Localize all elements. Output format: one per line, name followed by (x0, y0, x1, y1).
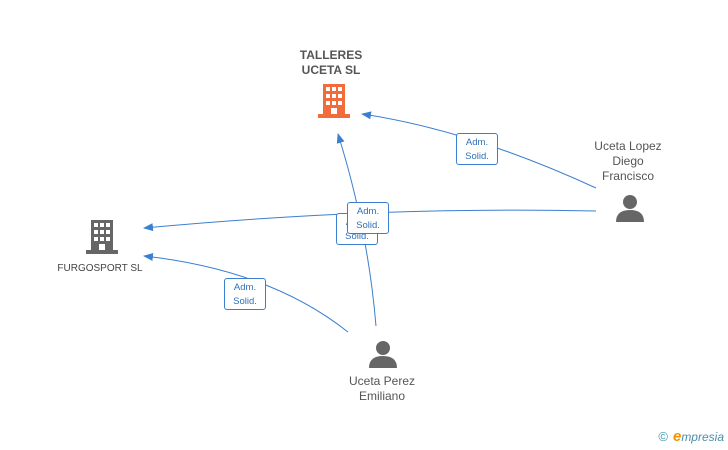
building-icon[interactable] (318, 84, 350, 118)
building-icon[interactable] (86, 220, 118, 254)
ucetalopez-name-line3: Francisco (601, 169, 654, 183)
edge-badge-ucetalopez-talleres[interactable]: Adm. Solid. (456, 133, 498, 165)
talleres-name-line1: TALLERES (299, 48, 363, 62)
brand-logo-initial: e (672, 428, 682, 445)
ucetaperez-name-line2: Emiliano (358, 389, 406, 403)
edge-badge-ucetalopez-furgosport[interactable]: Adm. Solid. (347, 202, 389, 234)
person-icon[interactable] (368, 340, 398, 368)
edge-badge-line2: Solid. (356, 220, 380, 231)
edge-badge-line2: Solid. (233, 296, 257, 307)
furgosport-label[interactable]: FURGOSPORT SL (40, 261, 160, 276)
copyright-symbol: © (658, 429, 668, 444)
talleres-label[interactable]: TALLERES UCETA SL (281, 48, 381, 78)
edge-badge-ucetaperez-furgosport[interactable]: Adm. Solid. (224, 278, 266, 310)
ucetalopez-name-line2: Diego (612, 154, 644, 168)
edge-badge-line1: Adm. (356, 206, 380, 217)
edge-badge-line1: Adm. (465, 137, 489, 148)
person-icon[interactable] (615, 194, 645, 222)
edge-badge-line1: Adm. (233, 282, 257, 293)
ucetaperez-name-line1: Uceta Perez (348, 374, 416, 388)
ucetalopez-label[interactable]: Uceta Lopez Diego Francisco (578, 139, 678, 184)
ucetaperez-label[interactable]: Uceta Perez Emiliano (332, 374, 432, 404)
brand-logo-text: mpresia (681, 430, 724, 444)
edge-badge-line2: Solid. (345, 231, 369, 242)
brand-footer[interactable]: © empresia (658, 428, 724, 445)
edge-badge-line2: Solid. (465, 151, 489, 162)
talleres-name-line2: UCETA SL (301, 63, 361, 77)
furgosport-name: FURGOSPORT SL (57, 263, 143, 274)
ucetalopez-name-line1: Uceta Lopez (594, 139, 662, 153)
